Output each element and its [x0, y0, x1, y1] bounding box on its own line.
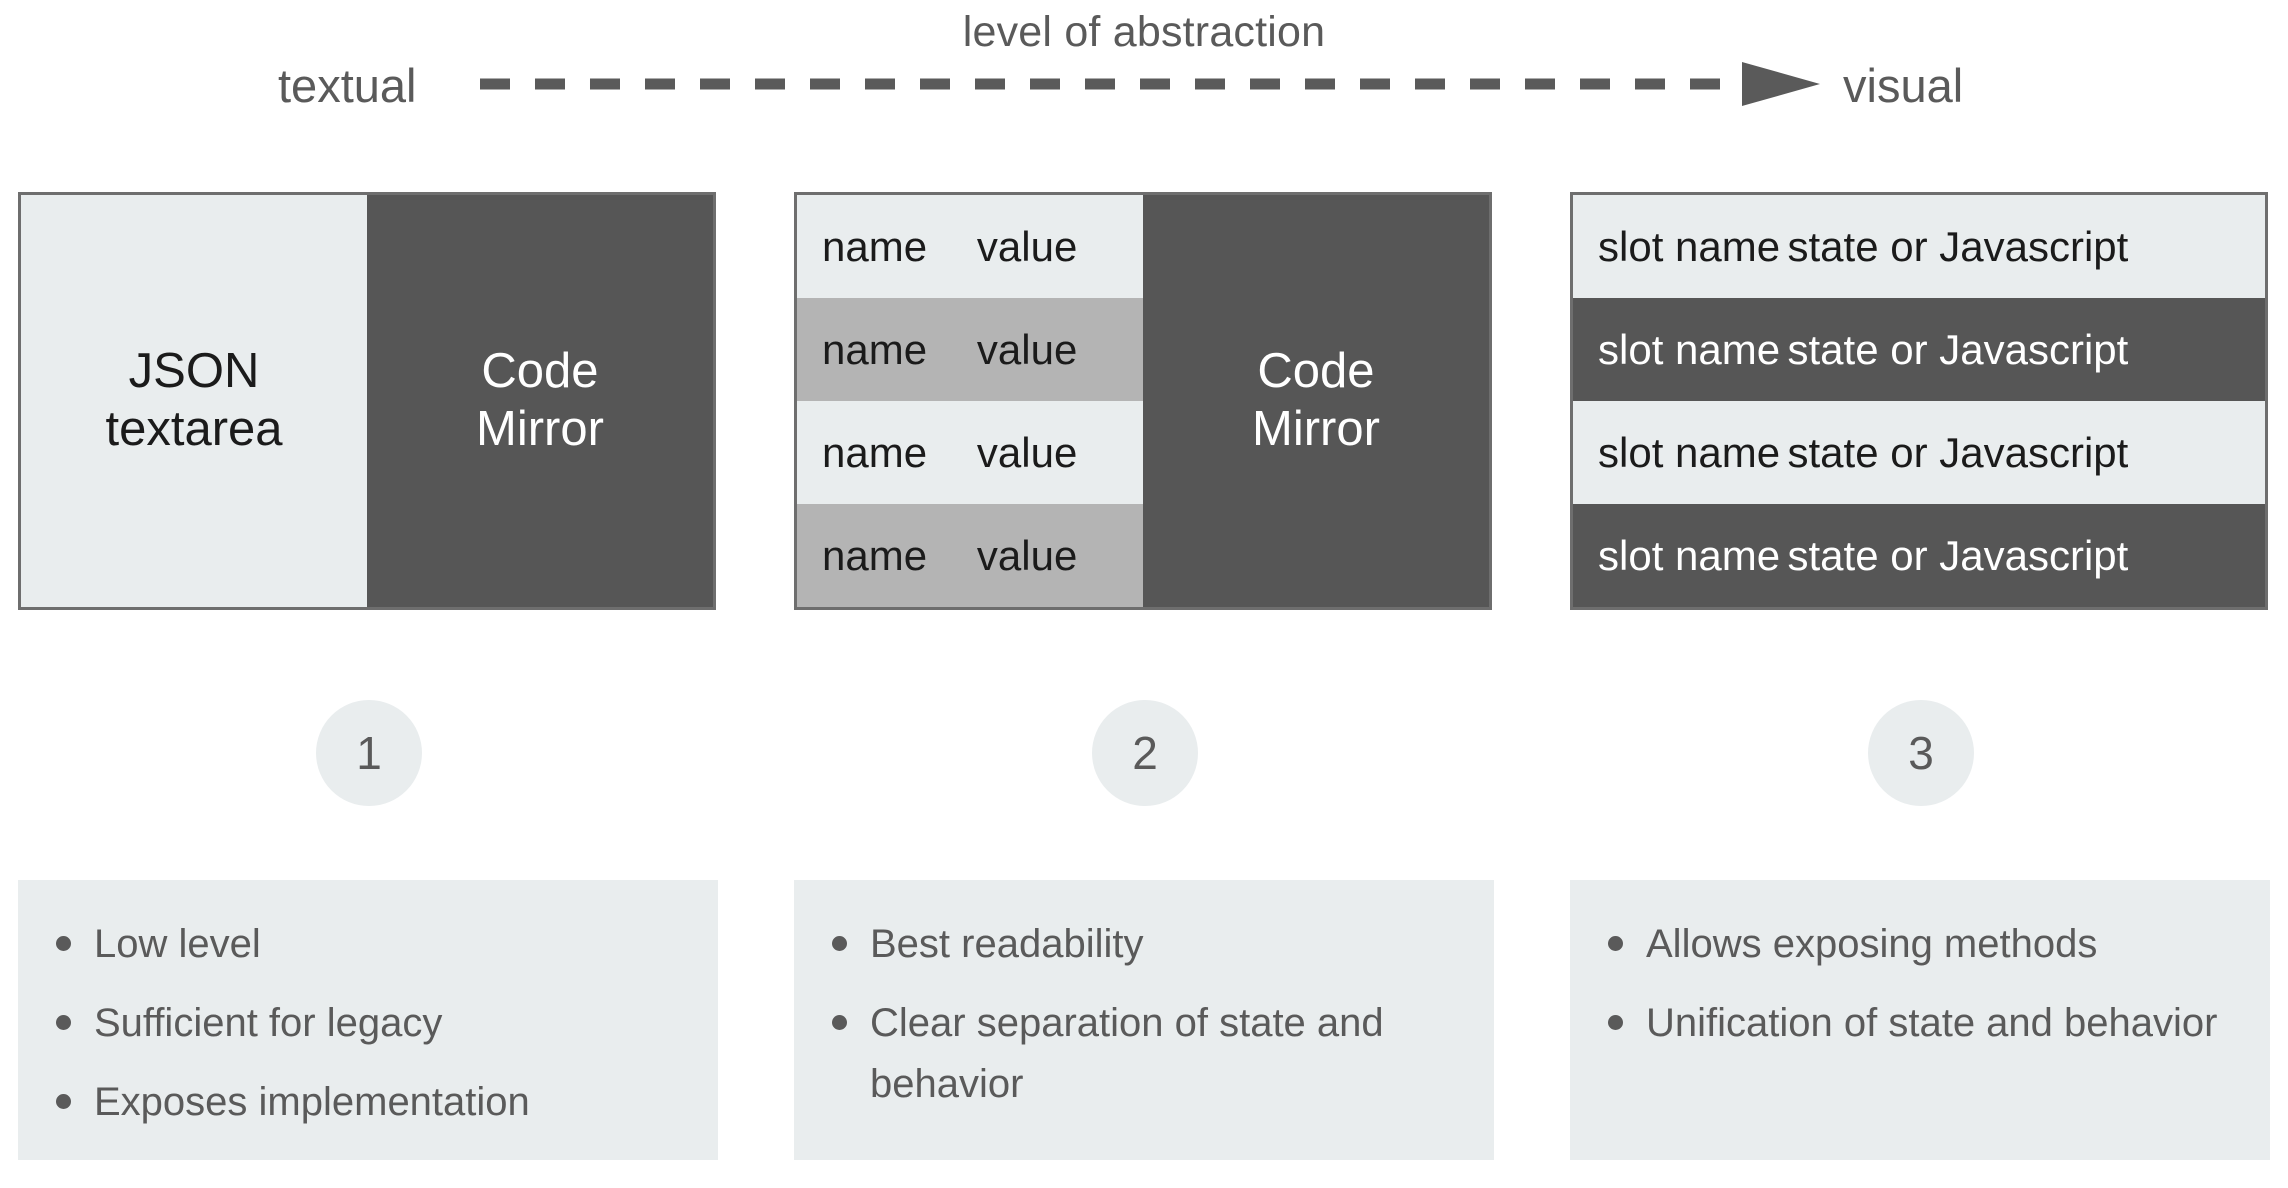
table-row: name value	[797, 298, 1143, 401]
panel-slot-state-javascript: slot name state or Javascript slot name …	[1570, 192, 2268, 610]
panel-1-left-line1: JSON	[128, 344, 260, 399]
slot-name: slot name	[1598, 428, 1781, 476]
notes-box-1: Low level Sufficient for legacy Exposes …	[18, 880, 718, 1160]
list-item: Unification of state and behavior	[1600, 993, 2240, 1054]
note-text: Unification of state and behavior	[1646, 1000, 2218, 1045]
note-text: Sufficient for legacy	[94, 1000, 443, 1045]
bullet-icon	[1608, 1014, 1623, 1030]
kv-value: value	[976, 428, 1078, 476]
panel-1-left-line2: textarea	[105, 402, 283, 456]
step-number-badge-2: 2	[1092, 700, 1198, 806]
notes-box-3: Allows exposing methods Unification of s…	[1570, 880, 2270, 1160]
slot-table: slot name state or Javascript slot name …	[1573, 195, 2265, 607]
panel-1-right-half: Code Mirror	[367, 195, 713, 607]
panel-name-value-codemirror: Code Mirror name value name value name v…	[794, 192, 1492, 610]
table-row: slot name state or Javascript	[1573, 298, 2265, 401]
slot-name: slot name	[1598, 325, 1781, 373]
axis-caption: level of abstraction	[962, 8, 1326, 56]
kv-value: value	[976, 531, 1078, 579]
table-row: name value	[797, 401, 1143, 504]
panel-1-right-line2: Mirror	[476, 402, 604, 456]
panel-2-right-line1: Code	[1257, 344, 1375, 399]
bullet-icon	[832, 936, 847, 951]
slot-value: state or Javascript	[1787, 222, 2129, 270]
axis-left-label: textual	[278, 59, 417, 112]
panel-2-right-half: Code Mirror	[1143, 195, 1489, 607]
kv-name: name	[822, 222, 928, 270]
kv-value: value	[976, 222, 1078, 270]
slot-value: state or Javascript	[1787, 531, 2129, 579]
step-number-badge-1: 1	[316, 700, 422, 806]
panel-json-textarea-codemirror: JSON textarea Code Mirror	[18, 192, 716, 610]
step-number-label: 1	[356, 727, 382, 779]
note-text: Clear separation of state and behavior	[870, 1000, 1384, 1106]
axis-right-label: visual	[1843, 59, 1964, 112]
bullet-icon	[56, 936, 71, 951]
kv-name: name	[822, 325, 928, 373]
slot-name: slot name	[1598, 222, 1781, 270]
table-row: name value	[797, 195, 1143, 298]
step-number-label: 2	[1132, 727, 1158, 779]
kv-name: name	[822, 531, 928, 579]
panel-2-right-line2: Mirror	[1252, 402, 1380, 456]
step-number-label: 3	[1908, 727, 1934, 779]
list-item: Low level	[48, 914, 688, 975]
bullet-icon	[1608, 936, 1623, 951]
list-item: Sufficient for legacy	[48, 993, 688, 1054]
note-text: Best readability	[870, 922, 1144, 966]
slot-value: state or Javascript	[1787, 428, 2129, 476]
note-text: Allows exposing methods	[1646, 922, 2098, 966]
panel-1-left-half: JSON textarea	[21, 195, 367, 607]
table-row: slot name state or Javascript	[1573, 504, 2265, 607]
slot-value: state or Javascript	[1787, 325, 2129, 373]
list-item: Best readability	[824, 914, 1464, 975]
table-row: slot name state or Javascript	[1573, 401, 2265, 504]
bullet-icon	[56, 1093, 71, 1109]
note-text: Low level	[94, 922, 261, 966]
dashed-arrow-right-icon	[480, 62, 1820, 106]
list-item: Allows exposing methods	[1600, 914, 2240, 975]
name-value-table: name value name value name value name va…	[797, 195, 1143, 607]
table-row: name value	[797, 504, 1143, 607]
list-item: Exposes implementation	[48, 1072, 688, 1133]
step-number-badge-3: 3	[1868, 700, 1974, 806]
note-list: Allows exposing methods Unification of s…	[1600, 914, 2240, 1054]
bullet-icon	[56, 1014, 71, 1030]
table-row: slot name state or Javascript	[1573, 195, 2265, 298]
abstraction-axis: level of abstraction textual visual	[0, 0, 2288, 160]
kv-value: value	[976, 325, 1078, 373]
slot-name: slot name	[1598, 531, 1781, 579]
panel-1-right-line1: Code	[481, 344, 599, 399]
notes-box-2: Best readability Clear separation of sta…	[794, 880, 1494, 1160]
list-item: Clear separation of state and behavior	[824, 993, 1464, 1115]
kv-name: name	[822, 428, 928, 476]
panel-1-left-label: JSON textarea	[105, 343, 282, 459]
panel-2-right-label: Code Mirror	[1252, 343, 1380, 459]
note-list: Low level Sufficient for legacy Exposes …	[48, 914, 688, 1132]
note-list: Best readability Clear separation of sta…	[824, 914, 1464, 1114]
panel-1-right-label: Code Mirror	[476, 343, 604, 459]
bullet-icon	[832, 1014, 847, 1030]
note-text: Exposes implementation	[94, 1079, 530, 1124]
